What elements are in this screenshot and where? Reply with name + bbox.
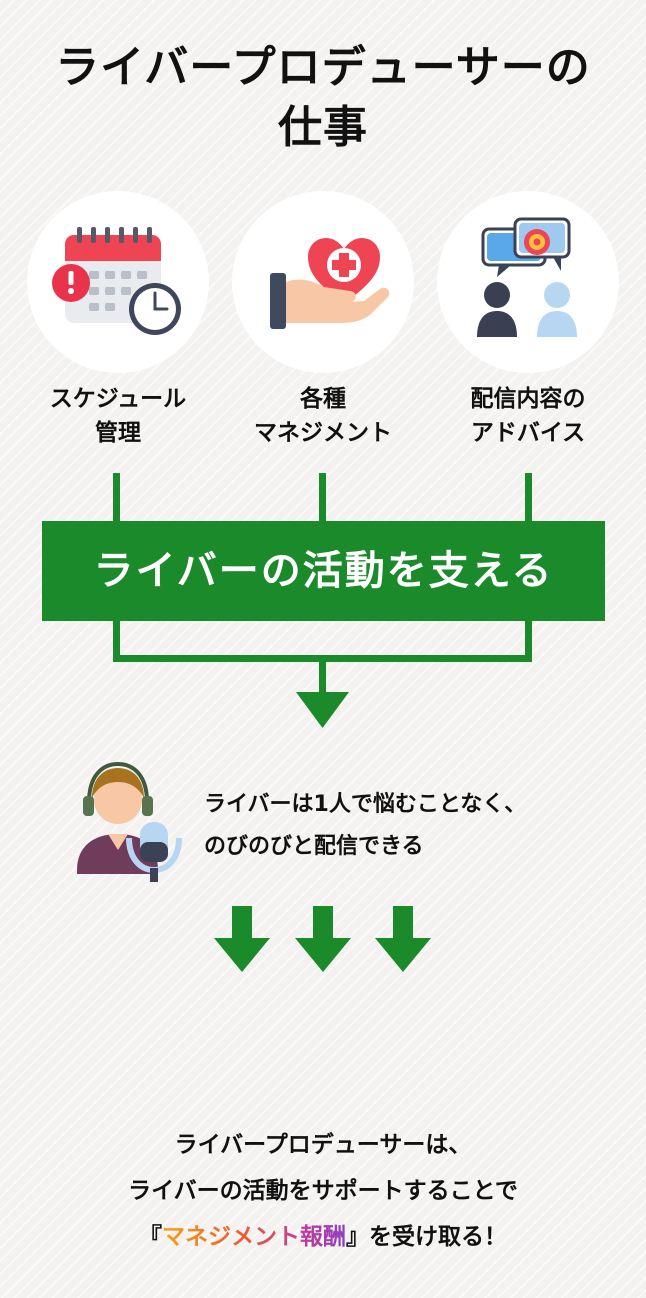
conclusion-line3: 『マネジメント報酬』を受け取る！ xyxy=(0,1214,646,1260)
page-title-line1: ライバープロデューサーの xyxy=(55,42,591,93)
down-arrow-icon xyxy=(375,906,431,972)
page-title-line2: 仕事 xyxy=(278,102,368,153)
role-caption-schedule-line2: 管理 xyxy=(95,420,141,446)
management-fee-highlight: マネジメント報酬 xyxy=(162,1224,346,1250)
role-caption-advice-line2: アドバイス xyxy=(470,420,586,446)
role-caption-management-line2: マネジメント xyxy=(254,420,392,446)
role-caption-advice: 配信内容の アドバイス xyxy=(428,382,628,450)
connector-stem xyxy=(319,655,326,695)
down-arrow-main xyxy=(296,692,349,728)
conclusion-bracket-open: 『 xyxy=(139,1224,162,1250)
people-chat-icon xyxy=(477,217,577,337)
hand-heart-icon xyxy=(270,238,390,329)
role-caption-schedule: スケジュール 管理 xyxy=(18,382,218,450)
conclusion-line3-suffix: 』を受け取る！ xyxy=(346,1224,507,1250)
role-caption-advice-line1: 配信内容の xyxy=(470,386,586,412)
connector-top-left xyxy=(113,473,120,523)
conclusion-text: ライバープロデューサーは、 ライバーの活動をサポートすることで 『マネジメント報… xyxy=(0,1122,646,1260)
role-caption-schedule-line1: スケジュール xyxy=(49,386,187,412)
support-banner: ライバーの活動を支える xyxy=(42,521,605,621)
connector-top-right xyxy=(525,473,532,523)
calendar-clock-icon xyxy=(52,227,181,335)
role-caption-management: 各種 マネジメント xyxy=(223,382,423,450)
role-caption-management-line1: 各種 xyxy=(300,386,346,412)
liver-headset-mic-icon xyxy=(77,762,182,882)
connector-bottom-left xyxy=(113,619,120,661)
connector-bottom-right xyxy=(525,619,532,661)
role-circle-management xyxy=(232,191,414,373)
conclusion-line2: ライバーの活動をサポートすることで xyxy=(128,1178,518,1204)
flow-connectors xyxy=(113,473,532,728)
liver-benefit-text: ライバーは1人で悩むことなく、 のびのびと配信できる xyxy=(204,784,624,868)
down-arrow-icon xyxy=(214,906,270,972)
down-arrows-group xyxy=(214,906,431,972)
conclusion-line1: ライバープロデューサーは、 xyxy=(174,1132,472,1158)
liver-benefit-line2: のびのびと配信できる xyxy=(204,834,424,859)
page-title: ライバープロデューサーの 仕事 xyxy=(0,38,646,158)
liver-benefit-line1: ライバーは1人で悩むことなく、 xyxy=(204,792,527,817)
role-circle-schedule xyxy=(27,191,209,373)
down-arrow-icon xyxy=(295,906,351,972)
connector-top-center xyxy=(319,473,326,523)
role-circle-advice xyxy=(437,191,619,373)
